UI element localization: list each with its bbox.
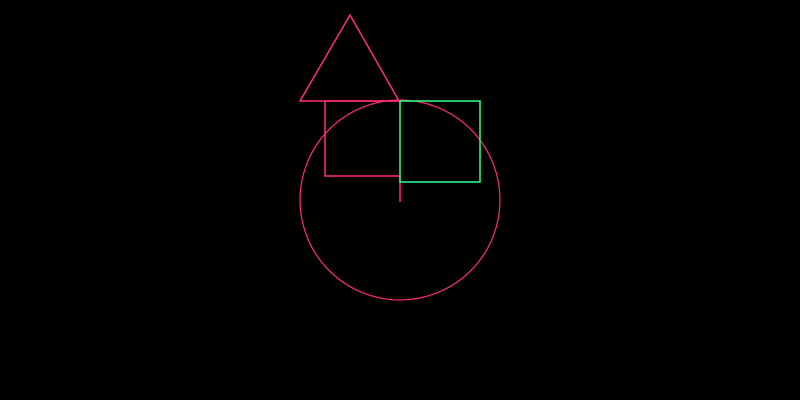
pink-square	[324, 100, 399, 177]
green-rectangle	[399, 100, 481, 183]
pink-circle	[299, 99, 501, 301]
